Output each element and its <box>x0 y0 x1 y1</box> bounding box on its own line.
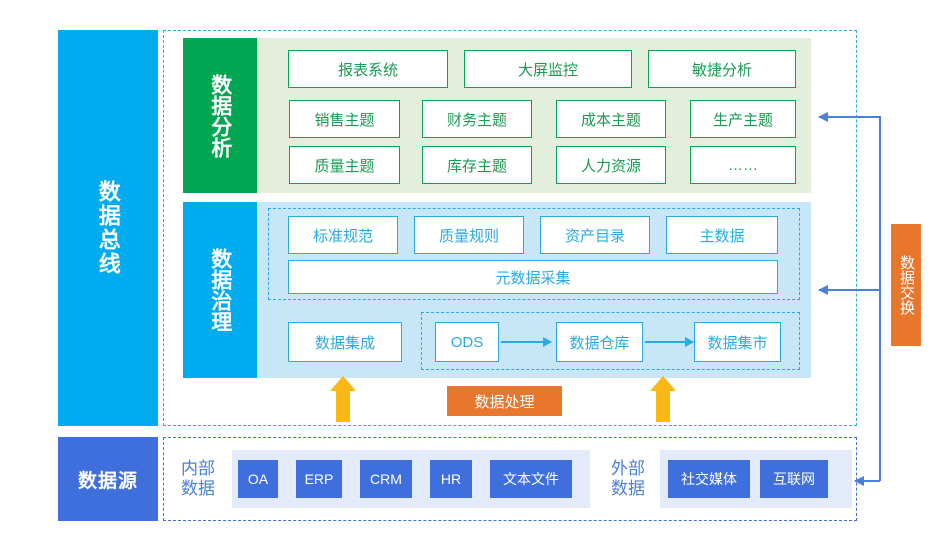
source-chip-internet[interactable]: 互联网 <box>760 460 828 498</box>
chip-label: HR <box>440 471 462 487</box>
box-label: 标准规范 <box>312 227 373 245</box>
data-processing-label: 数据处理 <box>474 393 535 411</box>
pipeline-box-ods[interactable]: ODS <box>435 322 499 362</box>
box-label: 人力资源 <box>580 157 641 175</box>
analysis-box-sales-theme[interactable]: 销售主题 <box>289 100 400 138</box>
governance-box-data-integration[interactable]: 数据集成 <box>288 322 402 362</box>
box-label: 敏捷分析 <box>691 61 752 79</box>
analysis-box-inventory-theme[interactable]: 库存主题 <box>422 146 532 184</box>
box-label: 成本主题 <box>580 111 641 129</box>
governance-box-master-data[interactable]: 主数据 <box>666 216 778 254</box>
chip-label: 互联网 <box>773 471 815 487</box>
box-label: ODS <box>450 333 484 351</box>
box-label: …… <box>728 156 758 174</box>
data-exchange-badge: 数据交换 <box>891 224 921 346</box>
box-label: 库存主题 <box>446 157 507 175</box>
data-analysis-label: 数据分析 <box>183 38 257 193</box>
data-bus-bar: 数据总线 <box>58 30 158 426</box>
box-label: 财务主题 <box>446 111 507 129</box>
source-chip-oa[interactable]: OA <box>238 460 278 498</box>
box-label: 数据集市 <box>707 334 768 352</box>
data-governance-label-text: 数据治理 <box>208 248 232 332</box>
platform-dashed-container <box>163 30 857 426</box>
exchange-connector-vertical <box>879 116 881 481</box>
source-chip-crm[interactable]: CRM <box>360 460 412 498</box>
governance-box-standard-spec[interactable]: 标准规范 <box>288 216 398 254</box>
pipeline-dashed-container <box>421 312 800 370</box>
box-label: 数据集成 <box>314 334 375 352</box>
analysis-box-human-resources[interactable]: 人力资源 <box>556 146 666 184</box>
chip-label: 社交媒体 <box>681 471 737 487</box>
chip-label: OA <box>247 471 269 487</box>
data-analysis-label-text: 数据分析 <box>208 73 232 158</box>
analysis-box-bigscreen-monitor[interactable]: 大屏监控 <box>464 50 632 88</box>
upward-arrow-right-icon <box>650 376 676 422</box>
internal-data-label-line1: 内部 <box>181 458 215 478</box>
box-label: 元数据采集 <box>495 269 571 287</box>
source-chip-hr[interactable]: HR <box>430 460 472 498</box>
governance-box-metadata-collection[interactable]: 元数据采集 <box>288 260 778 294</box>
data-source-label: 数据源 <box>77 470 138 492</box>
analysis-box-report-system[interactable]: 报表系统 <box>288 50 448 88</box>
external-data-label-line2: 数据 <box>611 479 645 498</box>
exchange-arrow-to-data-source <box>854 476 880 486</box>
analysis-box-more[interactable]: …… <box>690 146 796 184</box>
box-label: 报表系统 <box>337 61 398 79</box>
governance-box-quality-rules[interactable]: 质量规则 <box>414 216 524 254</box>
box-label: 质量规则 <box>438 227 499 245</box>
box-label: 资产目录 <box>564 227 625 245</box>
governance-box-asset-catalog[interactable]: 资产目录 <box>540 216 650 254</box>
external-data-label-line1: 外部 <box>611 458 645 478</box>
chip-label: CRM <box>370 471 402 487</box>
box-label: 生产主题 <box>712 111 773 129</box>
analysis-box-agile-analysis[interactable]: 敏捷分析 <box>648 50 796 88</box>
exchange-arrow-to-governance <box>818 285 880 295</box>
upward-arrow-left-icon <box>330 376 356 422</box>
analysis-box-quality-theme[interactable]: 质量主题 <box>289 146 400 184</box>
data-source-bar: 数据源 <box>58 437 158 521</box>
box-label: 大屏监控 <box>517 61 578 79</box>
chip-label: 文本文件 <box>503 471 559 487</box>
box-label: 数据仓库 <box>569 334 630 352</box>
source-chip-erp[interactable]: ERP <box>296 460 342 498</box>
box-label: 质量主题 <box>314 157 375 175</box>
pipeline-arrow-ods-to-warehouse <box>501 337 552 347</box>
data-bus-label: 数据总线 <box>95 180 121 276</box>
metadata-dashed-container <box>268 208 800 300</box>
data-exchange-label: 数据交换 <box>898 255 915 315</box>
analysis-box-finance-theme[interactable]: 财务主题 <box>422 100 532 138</box>
source-chip-social-media[interactable]: 社交媒体 <box>668 460 750 498</box>
pipeline-box-data-mart[interactable]: 数据集市 <box>694 322 781 362</box>
data-governance-label: 数据治理 <box>183 202 257 378</box>
external-data-label: 外部 数据 <box>602 455 654 503</box>
data-processing-badge: 数据处理 <box>447 386 562 416</box>
chip-label: ERP <box>304 471 334 487</box>
analysis-box-production-theme[interactable]: 生产主题 <box>690 100 796 138</box>
pipeline-box-data-warehouse[interactable]: 数据仓库 <box>556 322 643 362</box>
pipeline-arrow-warehouse-to-mart <box>645 337 694 347</box>
box-label: 主数据 <box>699 227 745 245</box>
internal-data-label-line2: 数据 <box>181 479 215 498</box>
exchange-arrow-to-analysis <box>818 112 880 122</box>
internal-data-label: 内部 数据 <box>172 455 224 503</box>
box-label: 销售主题 <box>314 111 375 129</box>
source-chip-text-file[interactable]: 文本文件 <box>490 460 572 498</box>
analysis-box-cost-theme[interactable]: 成本主题 <box>556 100 666 138</box>
